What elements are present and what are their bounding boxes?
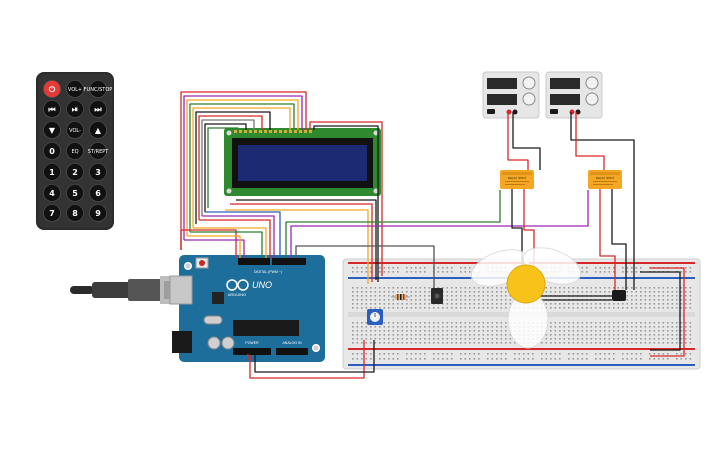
remote-key-1[interactable]: 1 xyxy=(43,163,61,181)
remote-key-label: 0 xyxy=(49,147,55,156)
remote-key-vol-plus[interactable]: VOL+ xyxy=(66,80,84,98)
remote-key-3[interactable]: 3 xyxy=(89,163,107,181)
remote-key-7[interactable]: 7 xyxy=(43,204,61,222)
remote-key-9[interactable]: 9 xyxy=(89,204,107,222)
relay-1-label: RELAY SPDT xyxy=(508,176,527,180)
remote-key-label: 5 xyxy=(72,189,78,198)
resistor xyxy=(391,294,410,300)
fan-motor xyxy=(506,264,546,304)
remote-key-label: 8 xyxy=(72,209,78,218)
remote-key-eq[interactable]: EQ xyxy=(66,142,84,160)
remote-key-label: ▲ xyxy=(95,126,102,135)
remote-key-label: 6 xyxy=(95,189,101,198)
power-wiring xyxy=(247,112,685,379)
remote-key-next[interactable]: ⏭ xyxy=(89,100,107,118)
remote-keypad: ⏻ VOL+FUNC/STOP ⏮ ⏯ ⏭ ▼ VOL- ▲ 0 EQ ST/REPT 1 2 3 4 5 6 7… xyxy=(43,80,113,222)
relay-1[interactable]: RELAY SPDT xyxy=(500,170,534,189)
remote-key-st-rept[interactable]: ST/REPT xyxy=(88,142,110,160)
remote-key-func-stop[interactable]: FUNC/STOP xyxy=(84,80,113,98)
remote-key-label: 1 xyxy=(49,168,55,177)
remote-key-label: 2 xyxy=(72,168,78,177)
remote-key-vol-minus[interactable]: VOL- xyxy=(66,121,84,139)
remote-key-label: EQ xyxy=(71,149,78,155)
remote-key-label: 9 xyxy=(95,209,101,218)
arduino-brand: ARDUINO xyxy=(228,292,246,297)
transistor xyxy=(612,290,626,301)
remote-key-label: ⏯ xyxy=(72,105,78,114)
ir-remote[interactable]: ⏻ VOL+FUNC/STOP ⏮ ⏯ ⏭ ▼ VOL- ▲ 0 EQ ST/REPT 1 2 3 4 5 6 7… xyxy=(36,72,114,230)
remote-key-label: FUNC/STOP xyxy=(84,87,113,93)
remote-key-play-pause[interactable]: ⏯ xyxy=(66,100,84,118)
relay-2-label: RELAY SPDT xyxy=(596,176,615,180)
remote-key-label: 7 xyxy=(49,209,55,218)
remote-key-4[interactable]: 4 xyxy=(43,184,61,202)
potentiometer[interactable] xyxy=(367,309,383,325)
remote-key-down[interactable]: ▼ xyxy=(43,121,61,139)
remote-key-label: VOL- xyxy=(69,128,81,134)
remote-key-label: ⏻ xyxy=(49,85,56,94)
remote-key-label: ⏭ xyxy=(94,105,102,114)
remote-key-label: VOL+ xyxy=(68,87,82,93)
arduino-logo xyxy=(226,279,249,291)
relay-2[interactable]: RELAY SPDT xyxy=(588,170,622,189)
power-label: POWER xyxy=(245,341,259,345)
lcd-header-pins xyxy=(234,130,312,133)
power-supply-2[interactable] xyxy=(545,71,603,119)
arduino-uno[interactable]: UNO ARDUINO DIGITAL (PWM ~) POWER ANALOG… xyxy=(169,255,325,362)
digital-label: DIGITAL (PWM ~) xyxy=(254,270,282,274)
remote-key-6[interactable]: 6 xyxy=(89,184,107,202)
remote-key-label: 3 xyxy=(95,168,101,177)
remote-key-0[interactable]: 0 xyxy=(43,142,61,160)
arduino-model: UNO xyxy=(252,280,272,290)
power-supply-1[interactable] xyxy=(482,71,540,119)
remote-key-prev[interactable]: ⏮ xyxy=(43,100,61,118)
analog-label: ANALOG IN xyxy=(282,341,302,345)
remote-key-label: ⏮ xyxy=(48,105,55,114)
lcd-screen xyxy=(238,145,367,181)
remote-key-label: ST/REPT xyxy=(88,149,110,155)
remote-key-5[interactable]: 5 xyxy=(66,184,84,202)
lcd-16x2[interactable] xyxy=(224,128,381,196)
remote-key-8[interactable]: 8 xyxy=(66,204,84,222)
ir-receiver xyxy=(431,288,443,304)
remote-key-up[interactable]: ▲ xyxy=(89,121,107,139)
remote-key-2[interactable]: 2 xyxy=(66,163,84,181)
remote-key-power[interactable]: ⏻ xyxy=(43,80,61,98)
arduino-pcb xyxy=(179,255,325,362)
usb-cable xyxy=(70,276,184,304)
lcd-wiring xyxy=(180,91,589,290)
remote-key-label: ▼ xyxy=(49,126,56,135)
dc-fan[interactable] xyxy=(466,241,585,349)
remote-key-label: 4 xyxy=(49,189,55,198)
power-supplies xyxy=(482,71,603,119)
